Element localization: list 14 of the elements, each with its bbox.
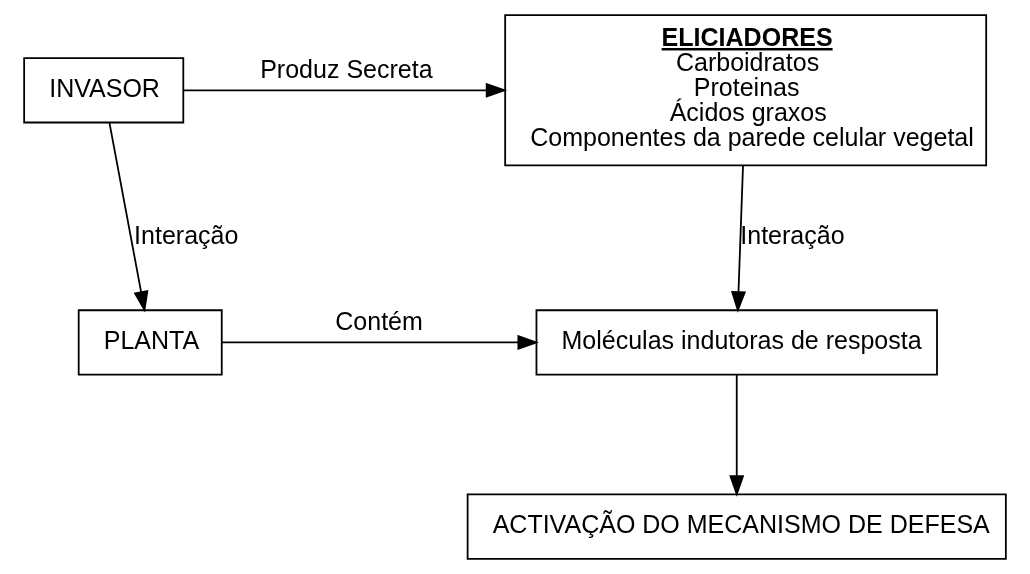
arrow <box>108 121 149 313</box>
node-box: ELICIADORES Carboidratos Proteinas Ácidos graxos Componentes da parede celular vegetal <box>504 14 988 167</box>
edge-label: Contém <box>335 307 423 336</box>
arrow <box>729 373 745 497</box>
edge-label: Produz Secreta <box>260 55 433 84</box>
arrow <box>731 165 746 313</box>
node-box: INVASOR <box>23 57 185 124</box>
arrow <box>221 334 539 350</box>
node-box: PLANTA <box>77 309 223 376</box>
arrow <box>182 82 508 98</box>
node-box: ACTIVAÇÃO DO MECANISMO DE DEFESA <box>466 493 1007 560</box>
edge-label: Interação <box>134 221 239 250</box>
node-box: Moléculas indutoras de resposta <box>535 309 938 376</box>
edge-label: Interação <box>740 221 845 250</box>
